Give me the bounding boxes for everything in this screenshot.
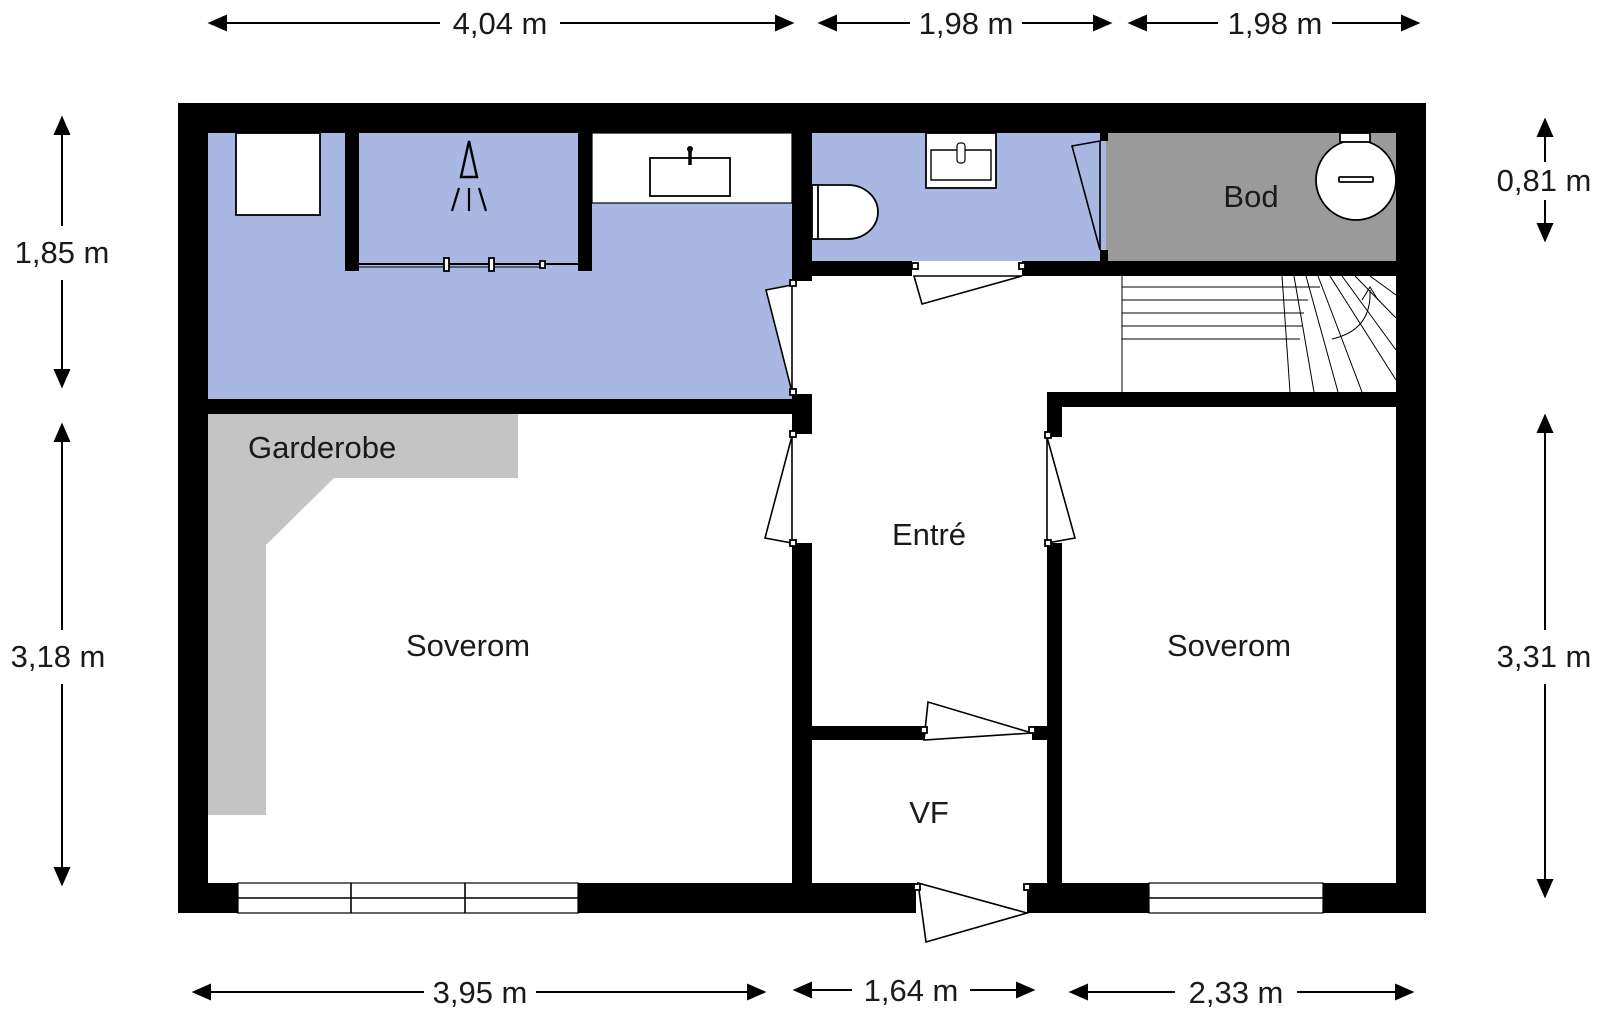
dim-bottom-1: 3,95 m [433, 975, 528, 1010]
wall-center-left-2 [792, 394, 812, 434]
outer-wall-top [178, 103, 1426, 133]
shower-icon [450, 140, 488, 212]
wall-bedroom-right-2 [1047, 543, 1062, 883]
dim-bottom-3: 2,33 m [1189, 975, 1284, 1010]
door-bathroom [765, 284, 793, 393]
wall-vf-top-1 [812, 726, 924, 740]
door-vf [923, 700, 1033, 741]
shower-wall-left [345, 133, 359, 271]
wall-bath-bedroom [208, 399, 812, 414]
shower-glass-door [359, 257, 578, 272]
dim-right-1: 0,81 m [1497, 163, 1592, 198]
fixtures [235, 132, 1397, 272]
outer-wall-bottom-3 [1027, 883, 1149, 913]
dim-left-1: 1,85 m [15, 235, 110, 270]
dim-right-2: 3,31 m [1497, 639, 1592, 674]
door-storage [1071, 140, 1101, 251]
room-label-soverom-right: Soverom [1167, 628, 1291, 663]
wall-washroom-bottom-1 [792, 261, 912, 276]
door-bedroom-right [1046, 436, 1077, 544]
dimension-lines [53, 14, 1554, 1001]
dim-bottom-2: 1,64 m [864, 973, 959, 1008]
door-washroom [912, 275, 1023, 305]
wall-washroom-bottom-2 [1022, 261, 1426, 276]
wall-wash-storage-2 [1100, 250, 1108, 261]
door-bedroom-left [764, 435, 793, 544]
room-labels: Bod Garderobe Entré Soverom Soverom VF [248, 179, 1291, 830]
wall-center-left-3 [792, 543, 812, 883]
dimension-labels: 4,04 m 1,98 m 1,98 m 3,95 m 1,64 m 2,33 … [11, 6, 1592, 1010]
outer-wall-bottom-4 [1323, 883, 1426, 913]
shower-wall-right [578, 133, 592, 271]
dim-top-3: 1,98 m [1228, 6, 1323, 41]
toilet [811, 184, 879, 240]
outer-wall-left [178, 103, 208, 913]
wall-center-left-1 [792, 133, 812, 281]
dim-top-2: 1,98 m [919, 6, 1014, 41]
staircase [1121, 275, 1397, 393]
water-heater [1315, 132, 1397, 221]
sink-washroom [925, 132, 997, 189]
room-label-garderobe: Garderobe [248, 430, 396, 465]
wall-stair-bottom [1047, 392, 1396, 407]
room-label-vf: VF [909, 795, 949, 830]
dim-top-1: 4,04 m [453, 6, 548, 41]
room-label-bod: Bod [1223, 179, 1278, 214]
wall-wash-storage-1 [1100, 133, 1108, 141]
outer-wall-right [1396, 103, 1426, 913]
dim-left-2: 3,18 m [11, 639, 106, 674]
outer-wall-bottom-1 [178, 883, 238, 913]
outer-wall-bottom-2 [578, 883, 916, 913]
doors [764, 140, 1101, 944]
wall-bedroom-right-1 [1047, 392, 1062, 437]
room-label-entre: Entré [892, 517, 966, 552]
walls [178, 103, 1426, 913]
windows [237, 882, 1324, 914]
room-label-soverom-left: Soverom [406, 628, 530, 663]
wardrobe-area [208, 414, 518, 815]
washing-machine [235, 132, 321, 216]
door-front [917, 881, 1030, 944]
